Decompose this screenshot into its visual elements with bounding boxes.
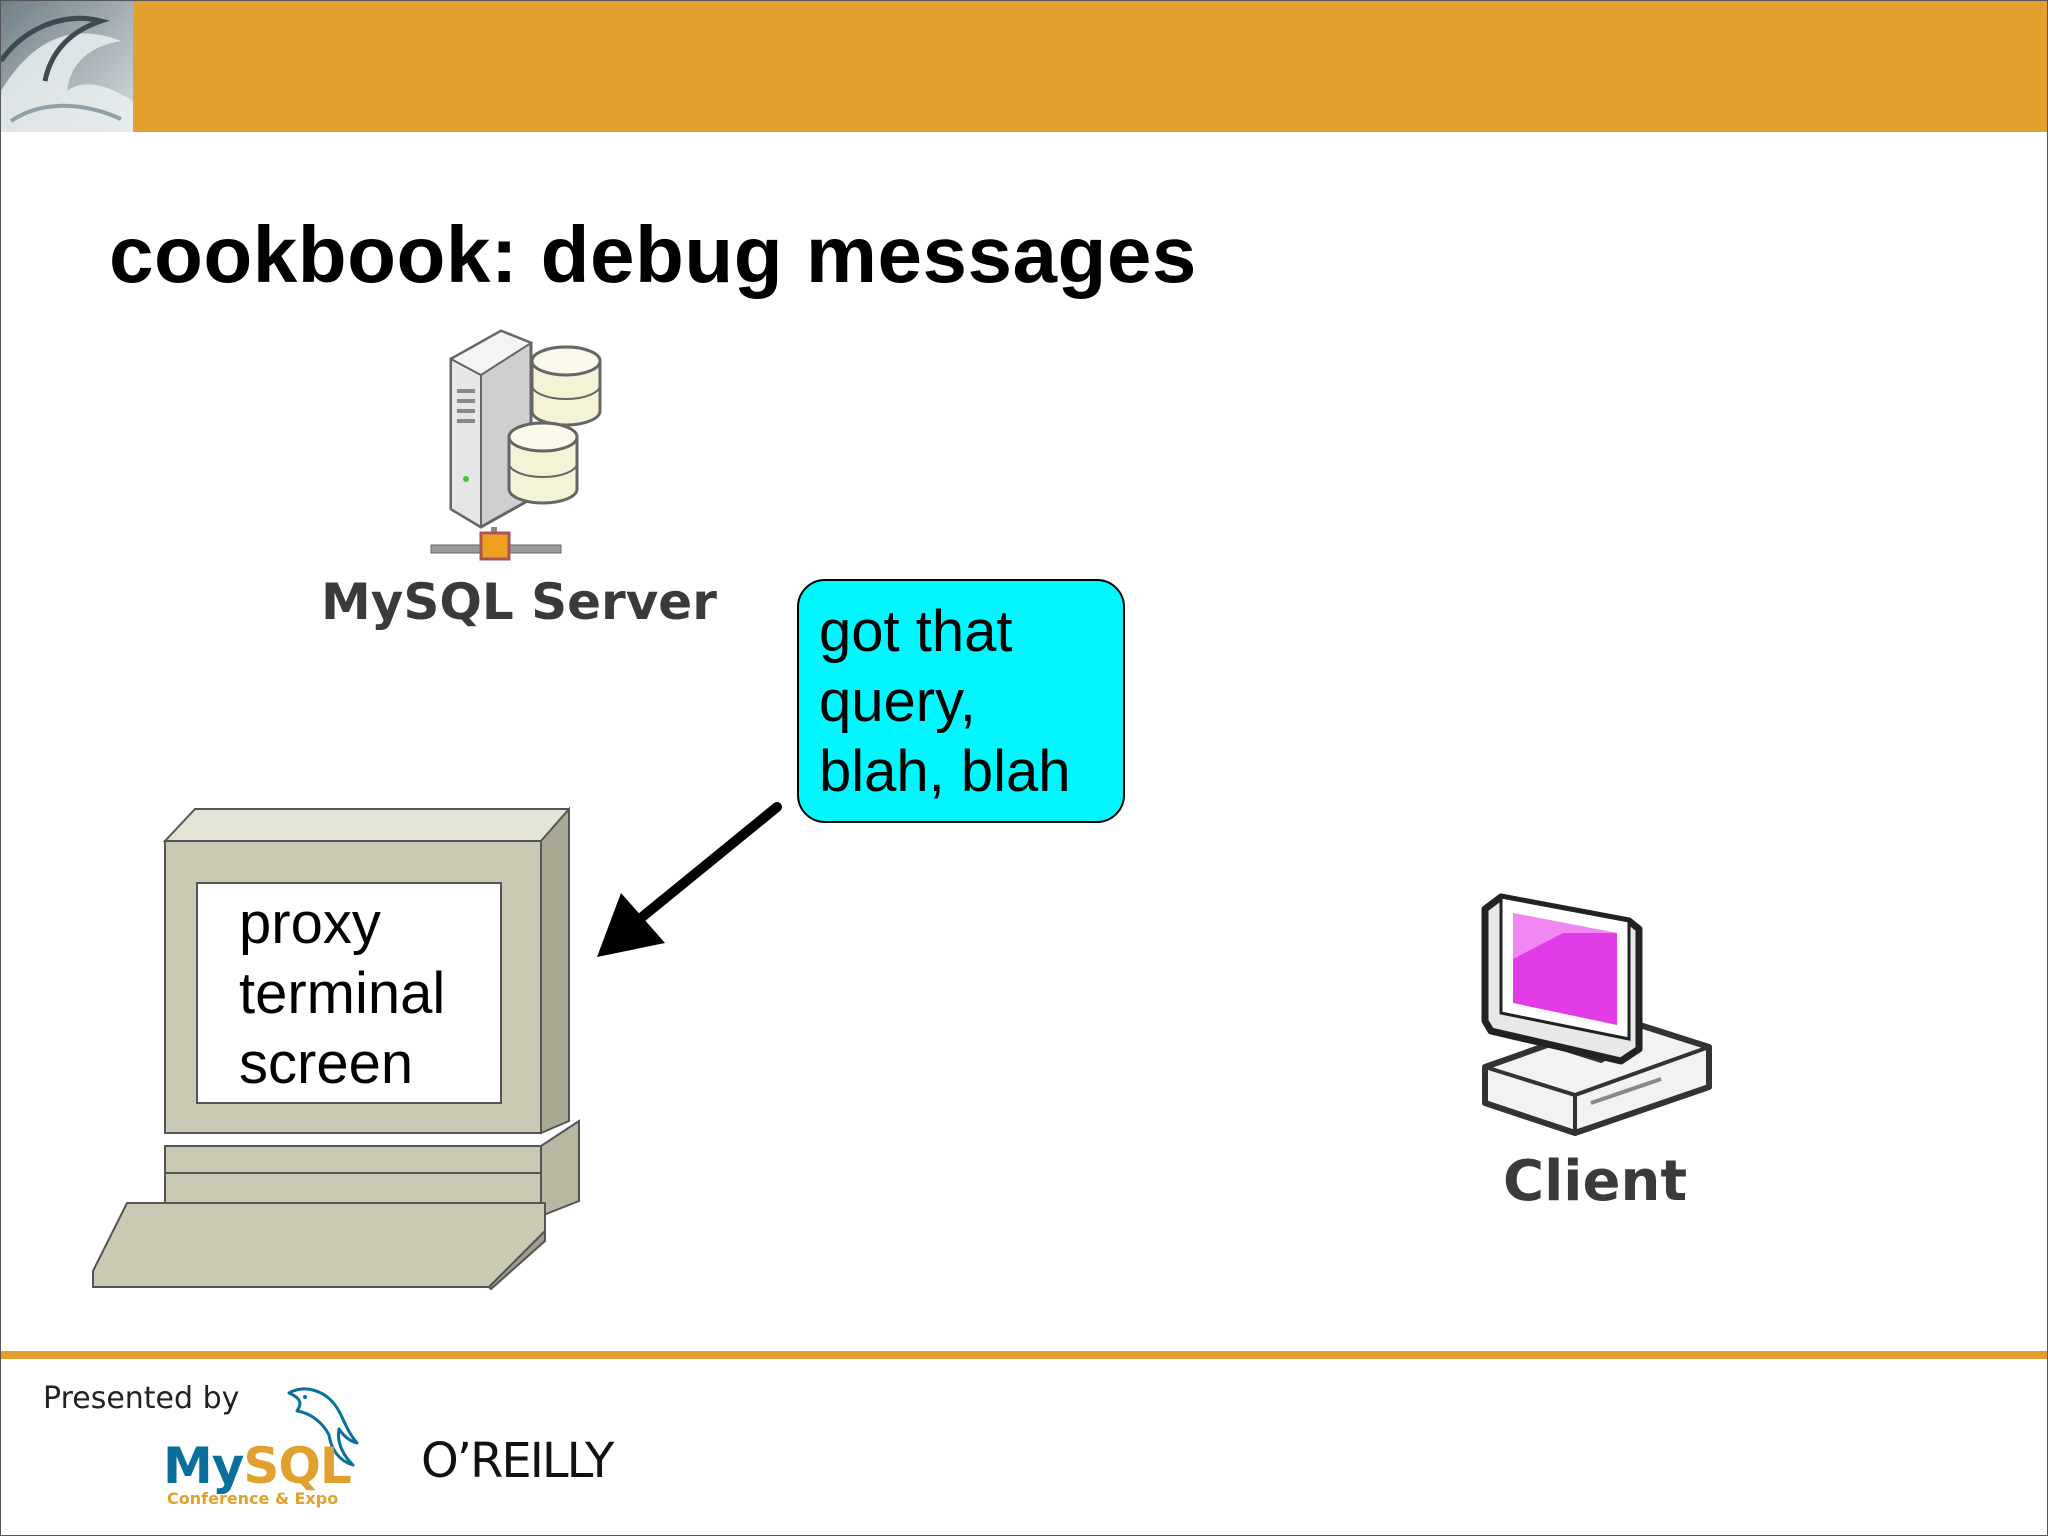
mysql-logo-subtitle: Conference & Expo — [167, 1489, 339, 1508]
oreilly-logo: O’REILLY — [421, 1433, 614, 1489]
arrow-down-left-icon — [597, 802, 782, 957]
terminal-line: proxy — [239, 891, 381, 956]
mysql-logo-my: My — [163, 1437, 244, 1495]
header-band — [133, 1, 2047, 132]
server-label: MySQL Server — [321, 573, 717, 631]
mysql-logo-sql: SQL — [243, 1437, 351, 1495]
bubble-line: query, — [819, 669, 976, 734]
terminal-line: screen — [239, 1031, 414, 1096]
presented-by-label: Presented by — [43, 1381, 240, 1416]
terminal-computer-icon — [92, 806, 580, 1291]
desktop-computer-icon — [1481, 893, 1712, 1136]
slide-title: cookbook: debug messages — [109, 210, 1197, 299]
client-label: Client — [1503, 1149, 1688, 1214]
bubble-line: blah, blah — [819, 739, 1071, 804]
wave-logo-icon — [1, 1, 133, 132]
mysql-conference-logo: MySQL — [163, 1437, 352, 1495]
footer-rule — [1, 1351, 2047, 1359]
terminal-line: terminal — [239, 961, 446, 1026]
dolphin-icon — [287, 1387, 359, 1467]
bubble-line: got that — [819, 599, 1013, 664]
database-server-icon — [430, 329, 602, 561]
debug-message-bubble: got that query, blah, blah — [797, 579, 1125, 823]
terminal-screen: proxy terminal screen — [239, 889, 445, 1099]
